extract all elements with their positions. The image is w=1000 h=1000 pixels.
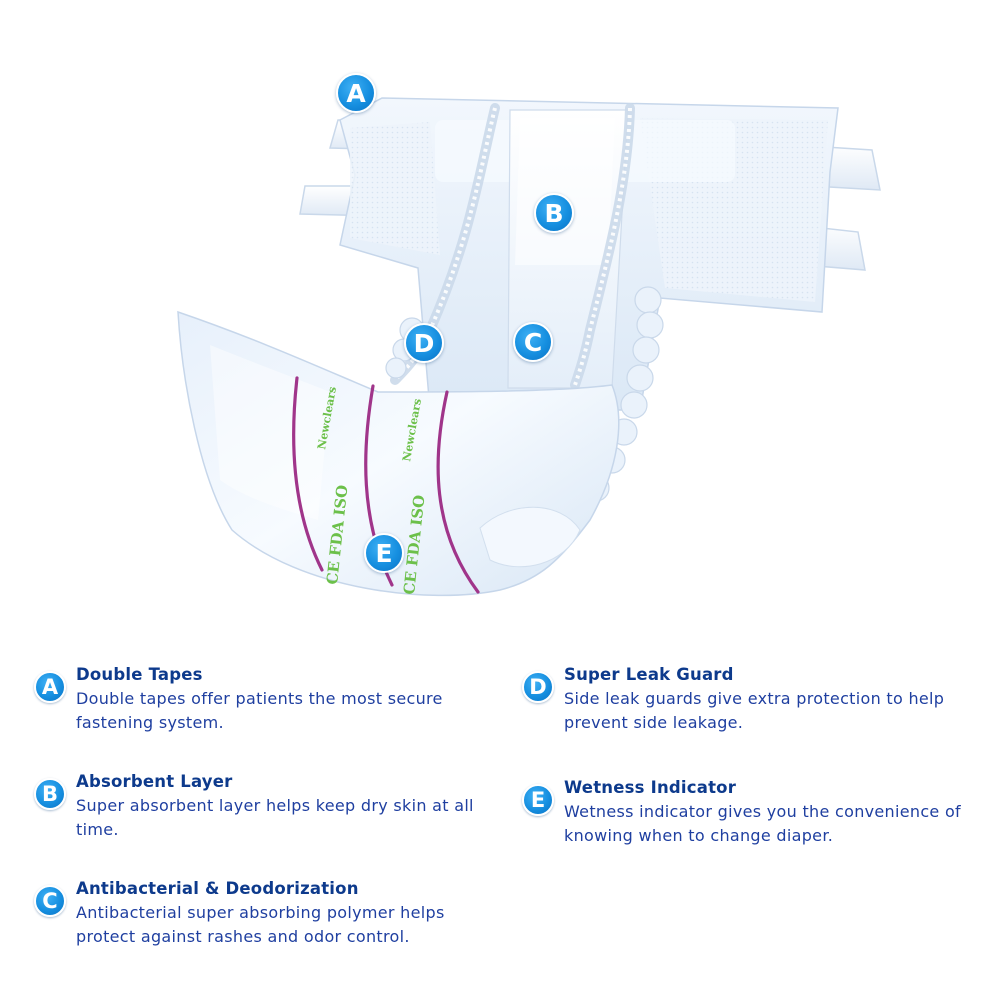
marker-c: C [513, 322, 553, 362]
marker-d: D [404, 323, 444, 363]
marker-a: A [336, 73, 376, 113]
feature-badge-d: D [522, 671, 554, 703]
diaper-illustration: Newclears Newclears CE FDA ISO CE FDA IS… [177, 97, 881, 597]
feature-title: Absorbent Layer [76, 772, 233, 791]
feature-title: Wetness Indicator [564, 778, 737, 797]
feature-description: Antibacterial super absorbing polymer he… [76, 903, 445, 946]
feature-description: Super absorbent layer helps keep dry ski… [76, 796, 474, 839]
feature-title: Double Tapes [76, 665, 203, 684]
feature-badge-b: B [34, 778, 66, 810]
feature-badge-a: A [34, 671, 66, 703]
feature-description: Side leak guards give extra protection t… [564, 689, 945, 732]
feature-badge-c: C [34, 885, 66, 917]
feature-description: Wetness indicator gives you the convenie… [564, 802, 961, 845]
marker-e: E [364, 533, 404, 573]
feature-title: Super Leak Guard [564, 665, 734, 684]
feature-title: Antibacterial & Deodorization [76, 879, 359, 898]
marker-b: B [534, 193, 574, 233]
diaper-diagram: Newclears Newclears CE FDA ISO CE FDA IS… [177, 73, 881, 597]
feature-badge-e: E [522, 784, 554, 816]
feature-description: Double tapes offer patients the most sec… [76, 689, 443, 732]
